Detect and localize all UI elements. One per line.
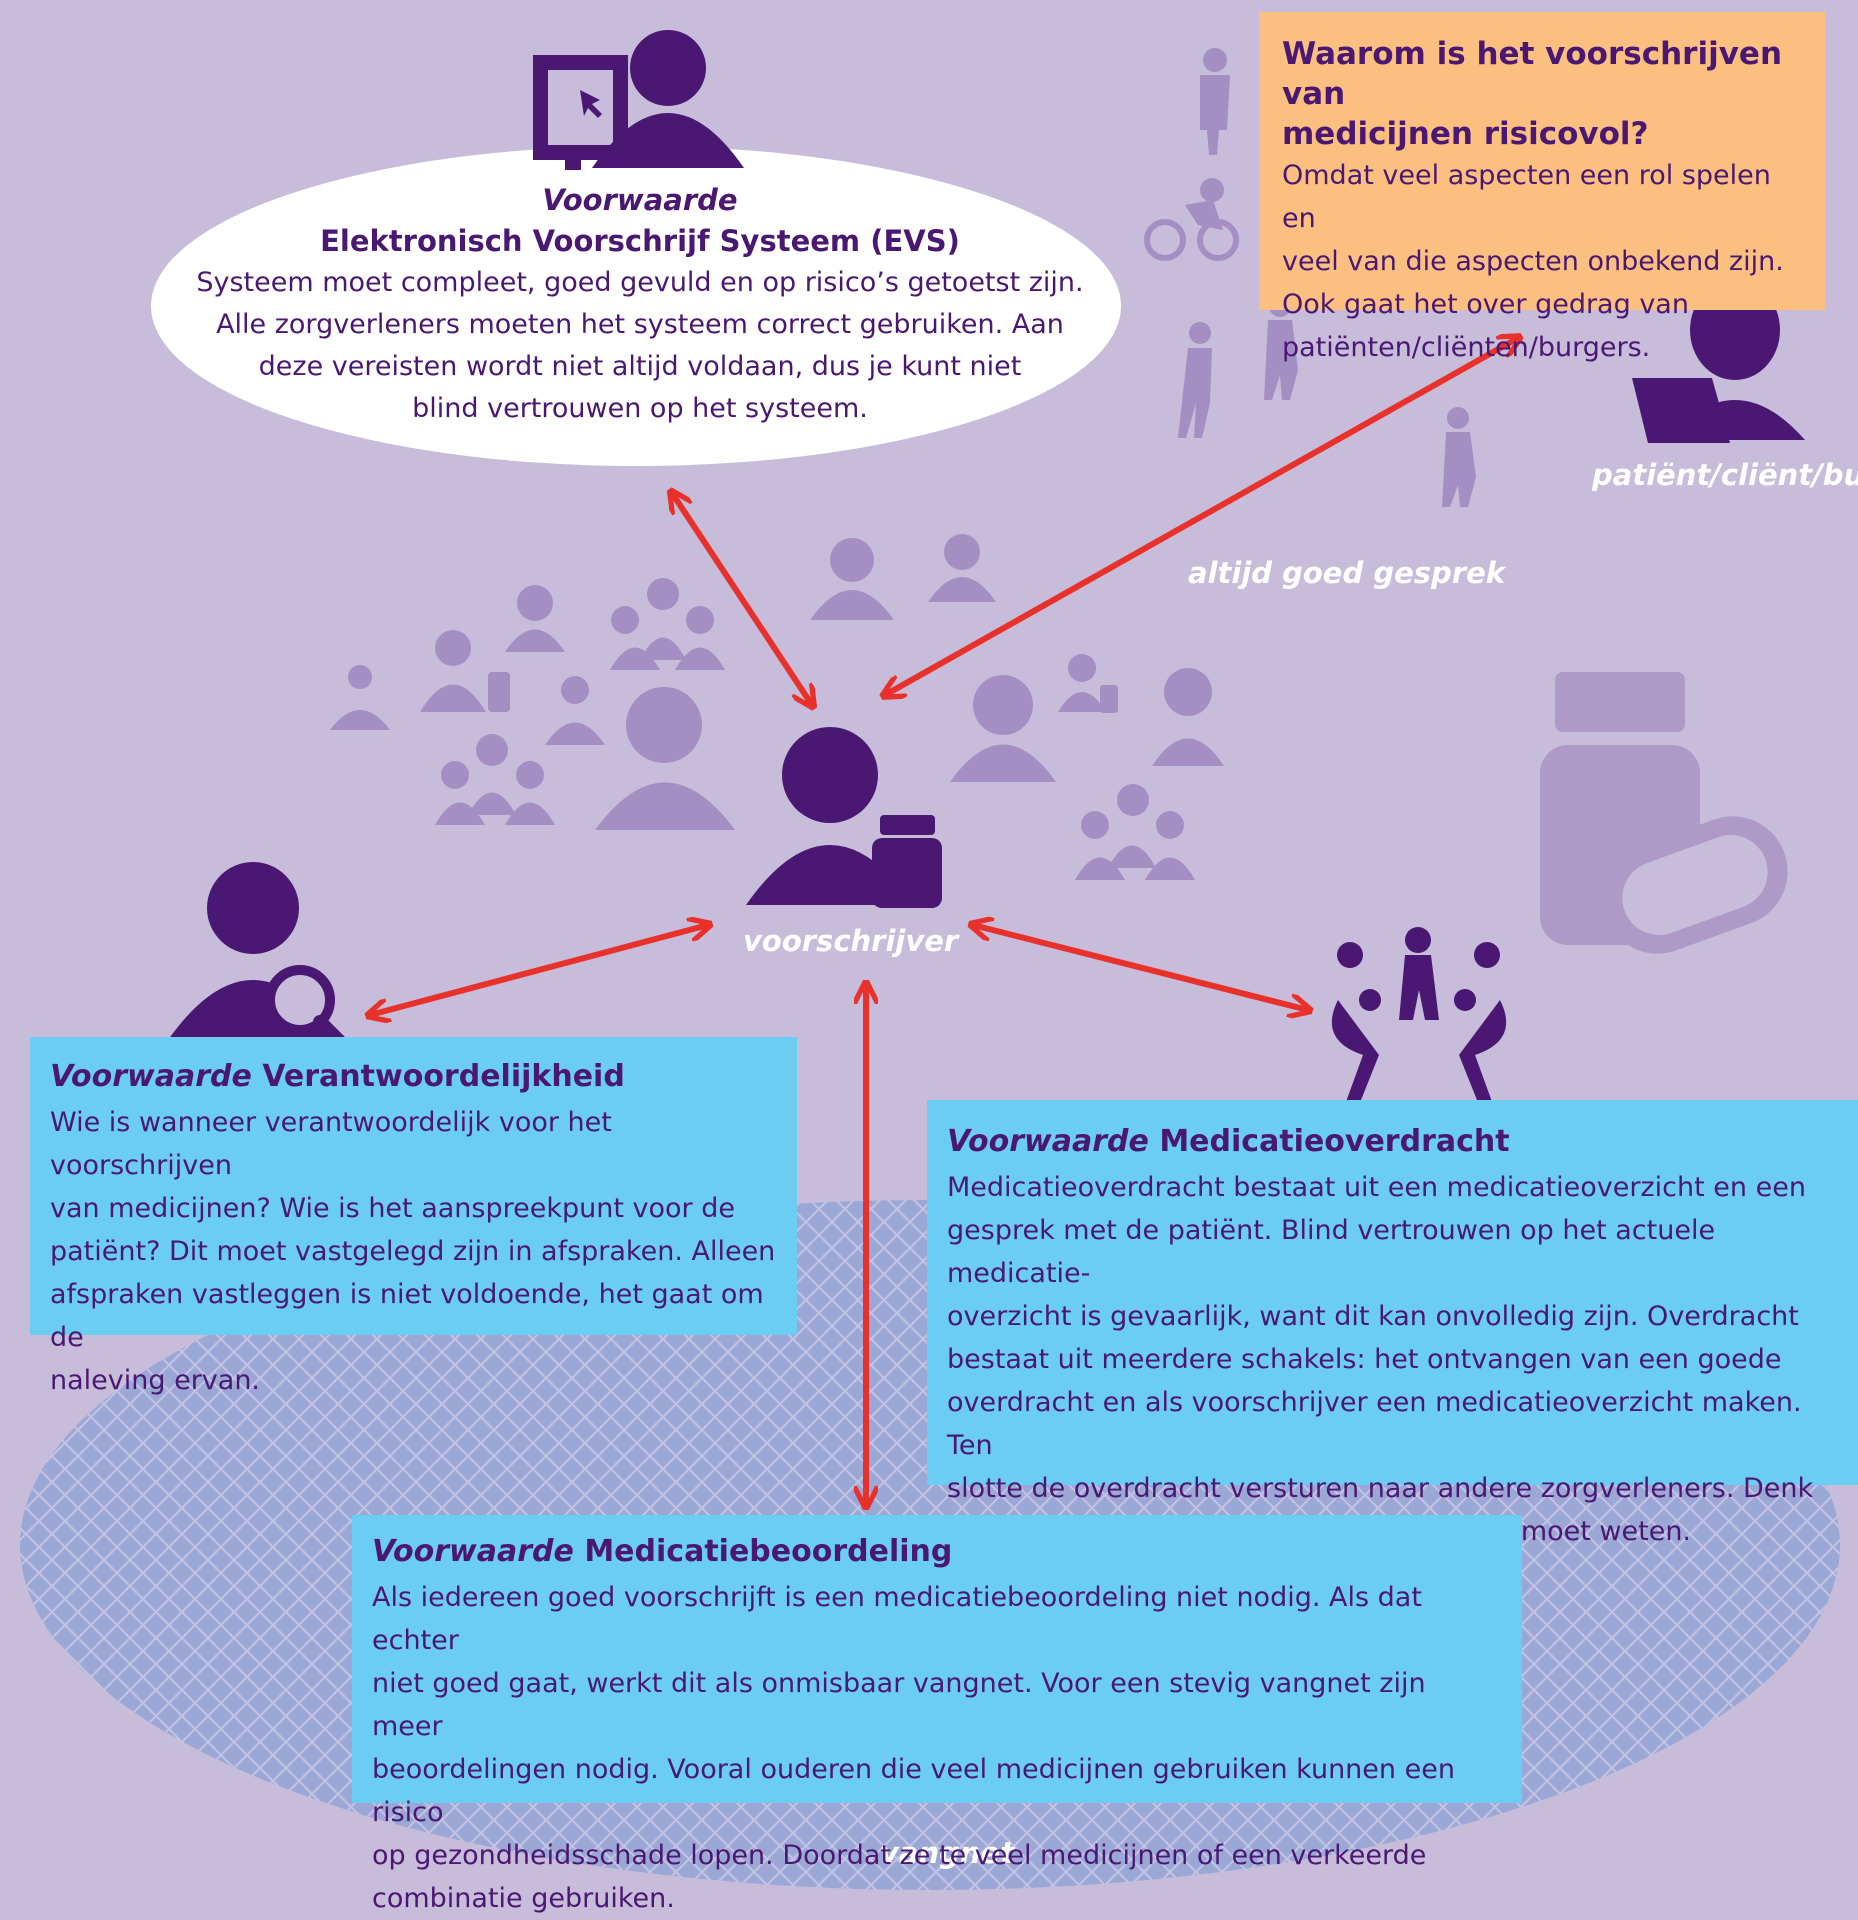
transfer-line: overzicht is gevaarlijk, want dit kan on…: [947, 1301, 1799, 1332]
nurse-icon: [928, 534, 996, 602]
patient-label: patiënt/cliënt/burger: [1592, 458, 1858, 492]
evs-line: Alle zorgverleners moeten het systeem co…: [216, 309, 1064, 340]
computer-user-icon: [533, 30, 744, 170]
risk-title-line: medicijnen risicovol?: [1282, 116, 1649, 152]
transfer-line: gesprek met de patiënt. Blind vertrouwen…: [947, 1215, 1716, 1289]
safety-net-label: vangnet: [880, 1836, 1015, 1870]
walking-person-icon: [1178, 322, 1212, 438]
evs-line: deze vereisten wordt niet altijd voldaan…: [258, 351, 1022, 382]
evs-title: Elektronisch Voorschrijf Systeem (EVS): [320, 224, 960, 258]
evs-text: Voorwaarde Elektronisch Voorschrijf Syst…: [180, 180, 1100, 430]
prescriber-icon: [1058, 654, 1118, 713]
transfer-box: Voorwaarde Medicatieoverdracht Medicatie…: [927, 1100, 1858, 1547]
walking-person-icon: [1200, 48, 1230, 155]
transfer-line: bestaat uit meerdere schakels: het ontva…: [947, 1344, 1782, 1375]
review-line: combinatie gebruiken.: [372, 1883, 675, 1914]
transfer-line: overdracht en als voorschrijver een medi…: [947, 1387, 1802, 1461]
prescriber-icon: [420, 630, 510, 712]
responsibility-line: van medicijnen? Wie is het aanspreekpunt…: [50, 1193, 735, 1224]
responsibility-line: naleving ervan.: [50, 1365, 261, 1396]
arrows: [370, 338, 1518, 1505]
conversation-label: altijd goed gesprek: [1188, 556, 1506, 590]
transfer-heading: Voorwaarde Medicatieoverdracht: [947, 1120, 1838, 1164]
transfer-keyword: Voorwaarde: [947, 1124, 1149, 1159]
group-icon: [1075, 784, 1195, 880]
pill-icon: [1622, 835, 1768, 935]
group-icon: [435, 734, 555, 825]
responsibility-box: Voorwaarde Verantwoordelijkheid Wie is w…: [30, 1037, 797, 1396]
nurse-icon: [545, 676, 605, 745]
cyclist-icon: [1144, 178, 1239, 261]
nurse-icon: [1152, 668, 1224, 766]
transfer-line: Medicatieoverdracht bestaat uit een medi…: [947, 1172, 1806, 1203]
review-line: op gezondheidsschade lopen. Doordat ze t…: [372, 1840, 1427, 1871]
review-line: Als iedereen goed voorschrijft is een me…: [372, 1582, 1422, 1656]
doctor-icon: [595, 687, 735, 830]
review-title: Medicatiebeoordeling: [584, 1534, 953, 1569]
risk-line: veel van die aspecten onbekend zijn.: [1282, 246, 1784, 277]
doctor-icon: [810, 538, 894, 620]
responsibility-heading: Voorwaarde Verantwoordelijkheid: [50, 1055, 777, 1099]
responsibility-title: Verantwoordelijkheid: [262, 1059, 625, 1094]
walking-person-icon: [1442, 407, 1476, 507]
risk-box: Waarom is het voorschrijven van medicijn…: [1259, 12, 1825, 363]
magnifier-person-icon: [168, 862, 357, 1059]
responsibility-keyword: Voorwaarde: [50, 1059, 252, 1094]
prescriber-label: voorschrijver: [743, 924, 959, 958]
evs-line: blind vertrouwen op het systeem.: [412, 393, 868, 424]
evs-line: Systeem moet compleet, goed gevuld en op…: [196, 267, 1084, 298]
review-line: beoordelingen nodig. Vooral ouderen die …: [372, 1754, 1455, 1828]
evs-keyword: Voorwaarde: [542, 183, 738, 217]
teamwork-icon: [1331, 927, 1507, 1110]
responsibility-line: Wie is wanneer verantwoordelijk voor het…: [50, 1107, 612, 1181]
doctor-icon: [505, 585, 565, 652]
review-line: niet goed gaat, werkt dit als onmisbaar …: [372, 1668, 1426, 1742]
transfer-line: slotte de overdracht versturen naar ande…: [947, 1473, 1814, 1504]
risk-title-line: Waarom is het voorschrijven van: [1282, 36, 1783, 112]
review-box: Voorwaarde Medicatiebeoordeling Als iede…: [352, 1515, 1522, 1914]
doctor-icon: [950, 675, 1056, 782]
doctor-icon: [330, 665, 390, 730]
prescriber-icon: [746, 727, 942, 908]
responsibility-line: afspraken vastleggen is niet voldoende, …: [50, 1279, 764, 1353]
review-heading: Voorwaarde Medicatiebeoordeling: [372, 1530, 1502, 1574]
transfer-title: Medicatieoverdracht: [1159, 1124, 1510, 1159]
risk-line: Omdat veel aspecten een rol spelen en: [1282, 160, 1771, 234]
responsibility-line: patiënt? Dit moet vastgelegd zijn in afs…: [50, 1236, 776, 1267]
risk-line: Ook gaat het over gedrag van: [1282, 289, 1689, 320]
group-icon: [610, 578, 725, 670]
risk-title: Waarom is het voorschrijven van medicijn…: [1282, 34, 1805, 154]
risk-line: patiënten/cliënten/burgers.: [1282, 332, 1651, 363]
review-keyword: Voorwaarde: [372, 1534, 574, 1569]
